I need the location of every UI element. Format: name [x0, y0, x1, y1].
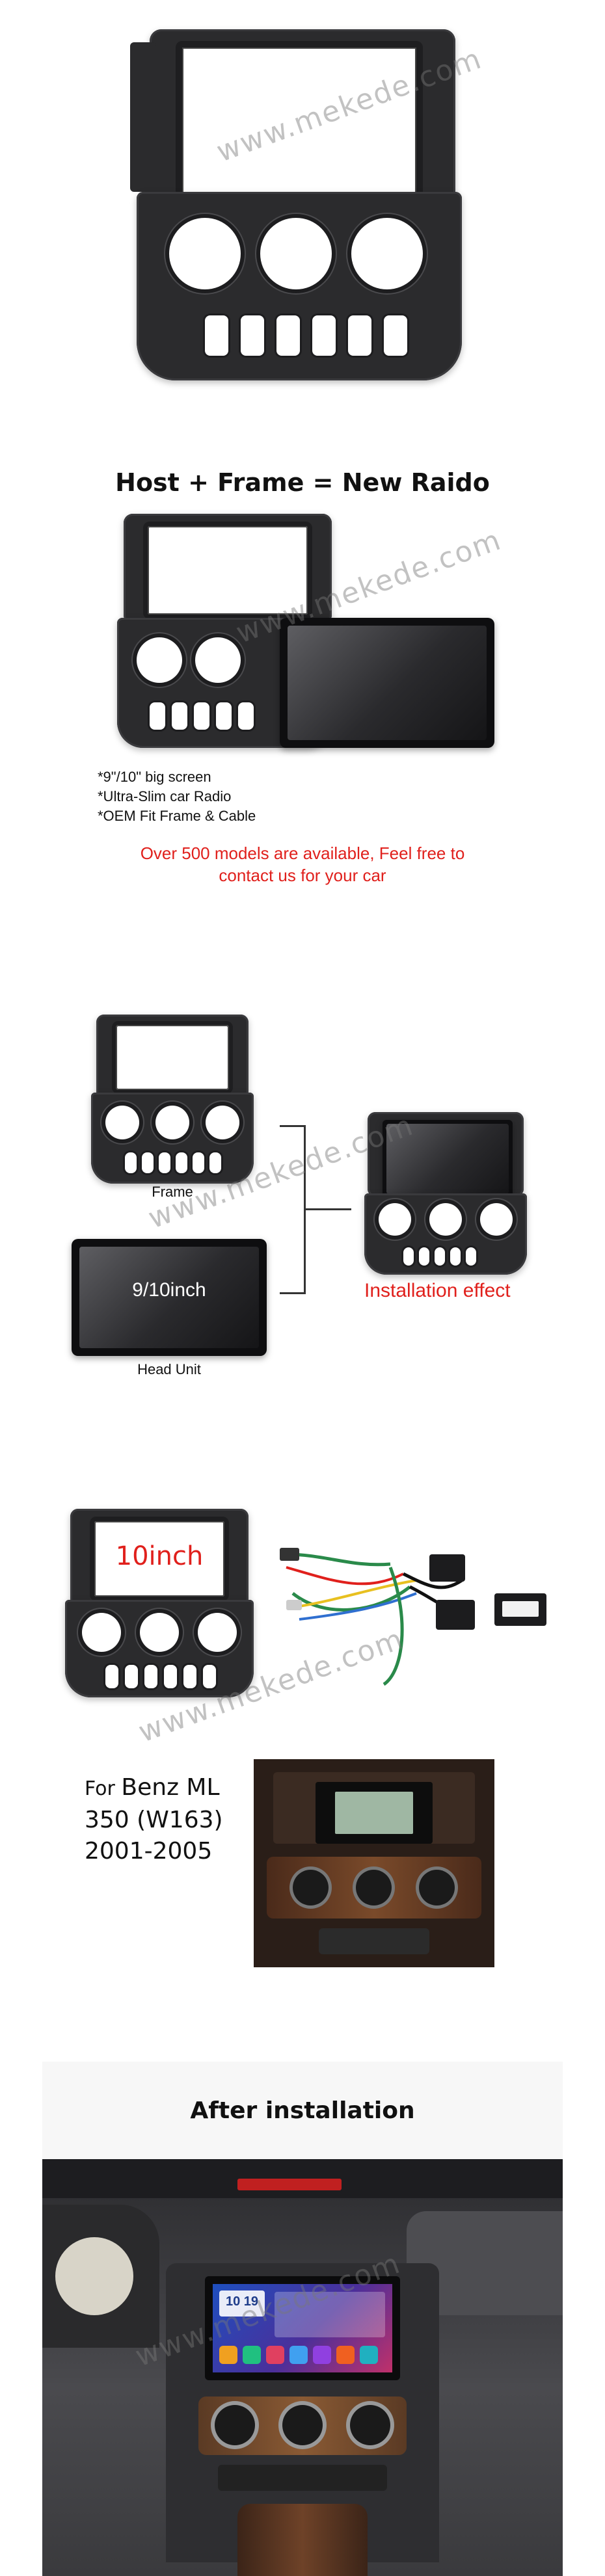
spec-list: *9"/10" big screen *Ultra-Slim car Radio…	[98, 767, 358, 826]
dashboard-photo-original	[254, 1759, 494, 1967]
spec-item: *OEM Fit Frame & Cable	[98, 808, 256, 824]
model-prefix: For	[85, 1777, 122, 1800]
size-badge: 10inch	[115, 1541, 204, 1571]
head-unit-image: 9/10inch	[72, 1239, 267, 1356]
model-years: 2001-2005	[85, 1838, 213, 1865]
note-line-1: Over 500 models are available, Feel free…	[140, 843, 465, 863]
car-interior-photo: 10 19	[42, 2159, 563, 2576]
screen-size-label: 9/10inch	[132, 1279, 206, 1301]
frame-hero	[130, 29, 468, 380]
install-label: Installation effect	[364, 1280, 511, 1301]
wiring-harness	[273, 1528, 559, 1697]
note-line-2: contact us for your car	[219, 866, 386, 885]
model-name: Benz ML	[121, 1774, 220, 1801]
frame-small	[91, 1015, 254, 1184]
model-code: 350 (W163)	[85, 1807, 223, 1833]
spec-item: *Ultra-Slim car Radio	[98, 788, 232, 804]
availability-note: Over 500 models are available, Feel free…	[0, 842, 605, 886]
stereo-screen: 10 19	[213, 2284, 392, 2372]
head-unit-label: Head Unit	[137, 1361, 201, 1377]
frame-10inch: 10inch	[65, 1509, 254, 1697]
section-title: Host + Frame = New Raido	[115, 468, 490, 497]
installed-frame	[364, 1112, 527, 1275]
bracket	[280, 1125, 306, 1294]
frame-with-host	[117, 514, 494, 748]
after-install-title: After installation	[190, 2097, 415, 2124]
screen-clock: 10 19	[225, 2294, 259, 2309]
arrow-line	[306, 1208, 351, 1210]
frame-label: Frame	[152, 1184, 193, 1200]
spec-item: *9"/10" big screen	[98, 769, 211, 785]
model-info: For Benz ML 350 (W163) 2001-2005	[85, 1772, 273, 1867]
